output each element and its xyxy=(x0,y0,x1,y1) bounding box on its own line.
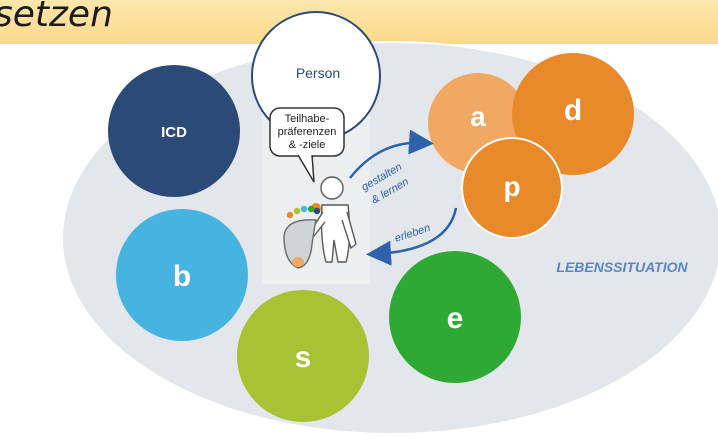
circle-e-label: e xyxy=(447,302,464,335)
speech-line-1: Teilhabe- xyxy=(285,113,330,125)
arrow-gestalten xyxy=(349,129,434,179)
toe-dots xyxy=(286,205,321,219)
heel-spot xyxy=(292,257,304,267)
circle-b xyxy=(116,209,248,341)
circle-s xyxy=(237,290,369,422)
circle-a-label: a xyxy=(470,101,486,132)
circle-d-label: d xyxy=(564,94,582,127)
speech-tail-mask xyxy=(299,152,311,156)
circle-p xyxy=(461,137,563,239)
circle-icd-label: ICD xyxy=(161,124,187,141)
person-label: Person xyxy=(296,65,340,81)
person-figure xyxy=(283,176,357,269)
speech-line-2: präferenzen xyxy=(278,126,337,138)
page-title: setzen xyxy=(0,0,113,35)
speech-bubble-tail xyxy=(297,154,315,183)
context-label: LEBENSSITUATION xyxy=(556,259,688,275)
circle-e xyxy=(389,251,521,383)
circle-icd xyxy=(108,65,240,197)
circle-s-label: s xyxy=(295,341,312,374)
arrow-erleben xyxy=(366,207,458,266)
circle-b-label: b xyxy=(173,260,191,293)
speech-line-3: & -ziele xyxy=(289,139,326,151)
circle-p-label: p xyxy=(503,171,520,202)
bubble-tail-mask xyxy=(300,92,328,104)
circle-d xyxy=(512,53,634,175)
